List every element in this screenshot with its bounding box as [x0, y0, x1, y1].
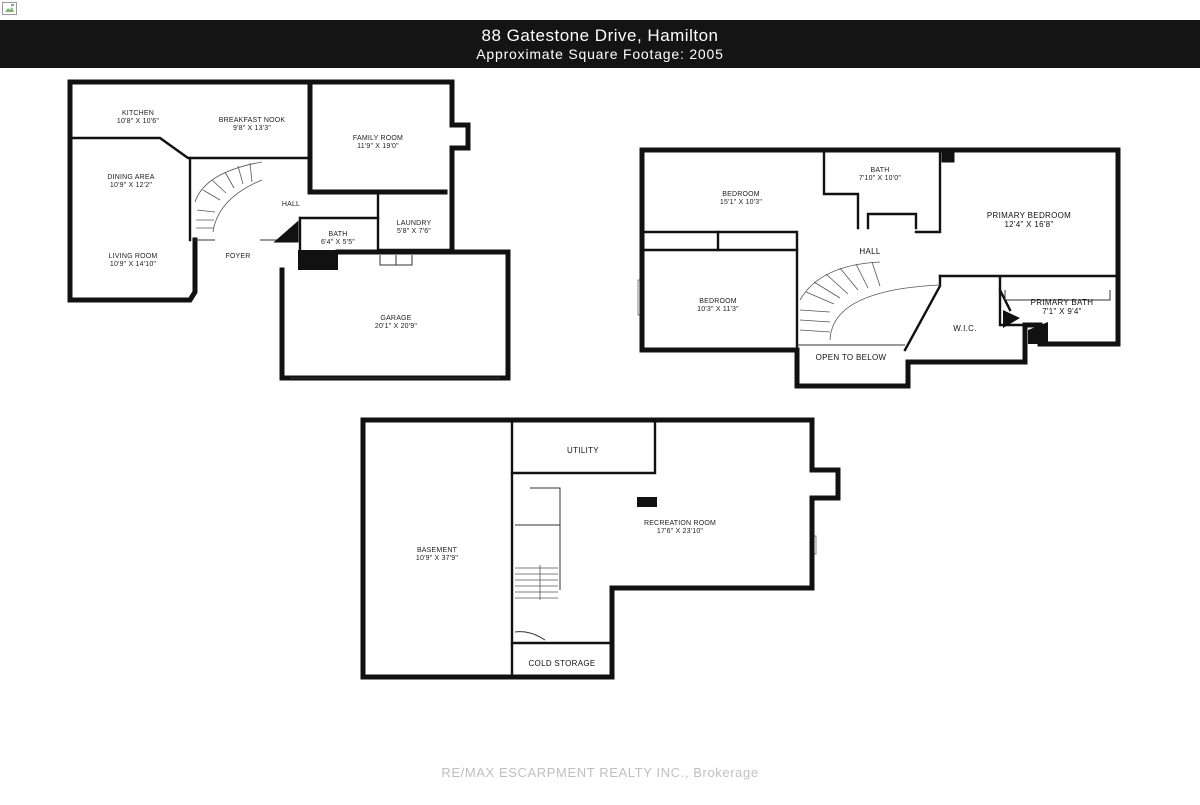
room-upper-hall-label: HALL	[859, 247, 880, 256]
room-cold-storage-label: COLD STORAGE	[528, 659, 595, 668]
listing-address: 88 Gatestone Drive, Hamilton	[481, 26, 719, 45]
listing-header: 88 Gatestone Drive, Hamilton Approximate…	[0, 20, 1200, 68]
room-foyer-label: FOYER	[225, 253, 250, 260]
square-footage: Approximate Square Footage: 2005	[476, 46, 724, 62]
room-open-to-below-label: OPEN TO BELOW	[816, 353, 887, 362]
room-hall-label: HALL	[282, 201, 300, 208]
brokerage-watermark: RE/MAX ESCARPMENT REALTY INC., Brokerage	[441, 765, 759, 780]
room-utility-label: UTILITY	[567, 446, 599, 455]
broken-image-icon	[2, 2, 17, 15]
room-wic-label: W.I.C.	[953, 324, 977, 333]
